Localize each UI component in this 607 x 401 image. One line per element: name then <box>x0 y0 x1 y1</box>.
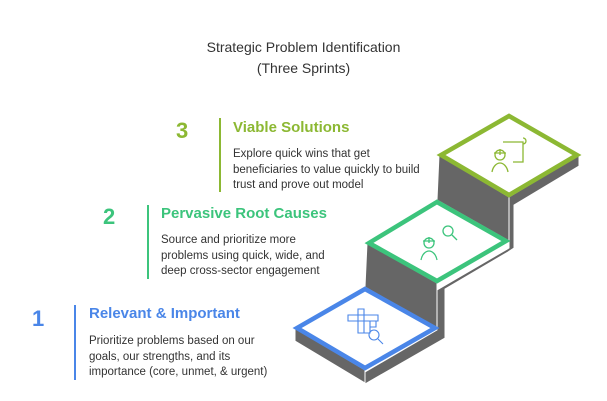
step2-platform <box>364 199 511 284</box>
step1-line: goals, our strengths, and its <box>89 350 231 363</box>
step2-description: Source and prioritize more problems usin… <box>161 233 325 280</box>
step1-platform <box>292 286 440 371</box>
title-line-2: (Three Sprints) <box>256 60 351 76</box>
step2-line: problems using quick, wide, and <box>161 249 325 262</box>
step3-platform <box>436 113 582 198</box>
step1-description: Prioritize problems based on our goals, … <box>89 334 267 381</box>
step2-number: 2 <box>103 204 116 229</box>
worker-blueprint-icon <box>491 137 527 173</box>
step2-line: deep cross-sector engagement <box>161 265 320 277</box>
step1-divider <box>74 305 76 380</box>
step3-number: 3 <box>176 118 189 143</box>
diagram-title: Strategic Problem Identification (Three … <box>0 37 607 79</box>
step3-line: trust and prove out model <box>233 179 364 191</box>
step2-line: Source and prioritize more <box>161 234 296 246</box>
step3-divider <box>219 118 221 192</box>
step2-divider <box>147 205 149 279</box>
step3-description: Explore quick wins that get beneficiarie… <box>233 147 420 194</box>
step2-heading: Pervasive Root Causes <box>161 205 327 222</box>
step3-line: beneficiaries to value quickly to build <box>233 163 420 176</box>
worker-search-icon <box>420 225 458 261</box>
step1-line: Prioritize problems based on our <box>89 335 255 347</box>
step1-number: 1 <box>32 306 45 331</box>
step1-heading: Relevant & Important <box>89 305 240 322</box>
step3-heading: Viable Solutions <box>233 119 350 136</box>
title-line-1: Strategic Problem Identification <box>206 39 401 55</box>
step1-line: importance (core, unmet, & urgent) <box>89 366 268 378</box>
step3-line: Explore quick wins that get <box>233 148 370 160</box>
crossword-search-icon <box>347 308 384 345</box>
